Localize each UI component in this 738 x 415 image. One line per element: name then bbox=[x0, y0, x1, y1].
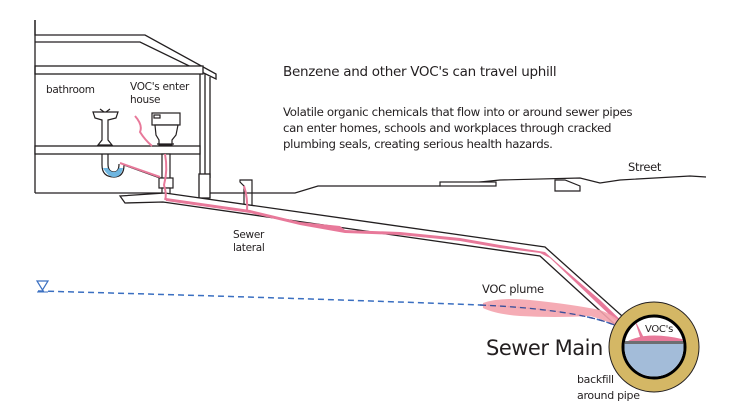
sewer-main bbox=[608, 301, 700, 393]
description-line: plumbing seals, creating serious health … bbox=[283, 137, 553, 151]
label-sewer-lateral: Sewer lateral bbox=[233, 229, 265, 255]
description-line: Volatile organic chemicals that flow int… bbox=[283, 105, 633, 119]
label-bathroom: bathroom bbox=[46, 84, 95, 96]
toilet bbox=[151, 112, 181, 146]
trap-water bbox=[103, 168, 123, 177]
label-voc-enter-line1: VOC's enter bbox=[130, 81, 189, 93]
sewer-lateral-pipe bbox=[118, 192, 643, 341]
ceiling bbox=[34, 65, 204, 75]
voc-plume bbox=[483, 299, 628, 332]
ground-surface bbox=[210, 175, 707, 194]
diagram-description: Volatile organic chemicals that flow int… bbox=[283, 104, 633, 152]
description-line: can enter homes, schools and workplaces … bbox=[283, 121, 612, 135]
label-street: Street bbox=[628, 160, 662, 174]
label-voc-enter: VOC's enter house bbox=[130, 81, 189, 107]
label-vocs-in-pipe: VOC's bbox=[645, 324, 673, 335]
p-trap bbox=[101, 154, 163, 179]
label-backfill: backfill around pipe bbox=[577, 372, 640, 404]
water-table-triangle-icon bbox=[35, 280, 50, 292]
label-backfill-line2: around pipe bbox=[577, 389, 640, 402]
house bbox=[34, 20, 217, 199]
sink bbox=[92, 108, 119, 146]
label-sewer-lateral-line1: Sewer bbox=[233, 229, 264, 241]
floor bbox=[34, 145, 201, 155]
label-voc-plume: VOC plume bbox=[482, 282, 544, 296]
label-voc-enter-line2: house bbox=[130, 94, 161, 106]
label-sewer-main: Sewer Main bbox=[486, 336, 603, 360]
voc-streaks-house bbox=[119, 115, 249, 213]
downspout bbox=[198, 173, 211, 199]
diagram-title: Benzene and other VOC's can travel uphil… bbox=[283, 64, 557, 80]
label-sewer-lateral-line2: lateral bbox=[233, 242, 265, 254]
label-backfill-line1: backfill bbox=[577, 373, 614, 386]
